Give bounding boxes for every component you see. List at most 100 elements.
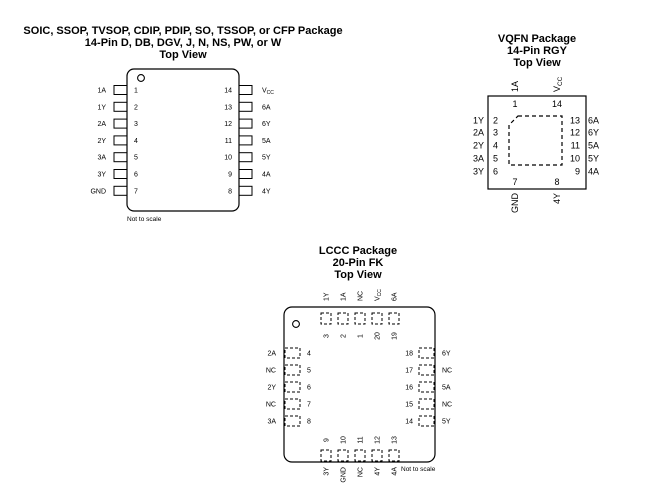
soic-pin-name: 2A [97, 121, 106, 128]
vqfn-pin-number: 9 [575, 167, 580, 177]
soic-body [126, 68, 240, 212]
soic-pin-name: 6A [262, 104, 271, 111]
soic-pin-number: 2 [134, 104, 138, 111]
lccc-pin-name: NC [358, 291, 365, 301]
vqfn-title-line-3: Top View [513, 57, 561, 69]
vqfn-pin-number: 1 [512, 99, 517, 109]
soic-pin-lead [113, 85, 128, 95]
soic-pin-lead [113, 101, 128, 112]
soic-pin-lead [113, 185, 128, 196]
lccc-body [283, 306, 436, 463]
soic-pin-lead [113, 169, 128, 179]
lccc-pin-pad [337, 312, 349, 325]
soic-pin-number: 7 [134, 188, 138, 195]
lccc-pin-number: 19 [392, 332, 399, 340]
soic-pin-number: 5 [134, 155, 138, 162]
lccc-pin-pad [418, 347, 435, 359]
lccc-pin-pad [371, 312, 383, 325]
soic-pin-lead [238, 169, 253, 179]
lccc-pin-number: 12 [375, 436, 382, 444]
lccc-pin-pad [284, 364, 301, 376]
vqfn-pin-name: 4Y [552, 193, 562, 204]
lccc-pin-number: 14 [405, 419, 413, 426]
vqfn-pin-number: 6 [493, 167, 498, 177]
lccc-pin-name: GND [341, 467, 348, 483]
lccc-pins: 1Y31A2NC1VCC206A193Y9GND10NC114Y124A132A… [266, 289, 452, 483]
lccc-pin-number: 7 [307, 402, 311, 409]
lccc-pin-number: 4 [307, 351, 311, 358]
soic-pin-number: 1 [134, 88, 138, 95]
soic-pin-name: VCC [262, 88, 274, 97]
lccc-pin-pad [320, 449, 332, 462]
soic-pin-name: 3Y [97, 172, 106, 179]
vqfn-pin-name: GND [510, 193, 520, 214]
lccc-pin-name: 5Y [442, 419, 451, 426]
lccc-pin-name: 1Y [324, 292, 331, 301]
vqfn-pin-number: 10 [570, 154, 580, 164]
soic-title-line-1: SOIC, SSOP, TVSOP, CDIP, PDIP, SO, TSSOP… [23, 25, 342, 37]
lccc-pin-number: 13 [392, 436, 399, 444]
soic-note: Not to scale [127, 216, 162, 223]
soic-pin-number: 10 [224, 155, 232, 162]
soic-pin-name: 5Y [262, 155, 271, 162]
lccc-pin-pad [354, 312, 366, 325]
lccc-pin-name: 5A [442, 385, 451, 392]
soic-pin-number: 6 [134, 172, 138, 179]
soic-pin-lead [238, 135, 253, 146]
lccc-pin-pad [337, 449, 349, 462]
vqfn-pin-number: 7 [512, 177, 517, 187]
soic-pin-lead [113, 118, 128, 129]
lccc-pin-number: 18 [405, 351, 413, 358]
soic-pin-name: 2Y [97, 138, 106, 145]
vqfn-pin-number: 4 [493, 141, 498, 151]
lccc-pin-name: 3A [267, 419, 276, 426]
lccc-pin-pad [418, 364, 435, 376]
soic-pin-number: 13 [224, 104, 232, 111]
lccc-pin-number: 10 [341, 436, 348, 444]
lccc-pin-name: 4A [392, 467, 399, 476]
lccc-pin-number: 2 [341, 334, 348, 338]
lccc-pin1-marker [292, 320, 300, 328]
soic-pin-number: 11 [225, 138, 232, 145]
lccc-pin-name: 2Y [267, 385, 276, 392]
soic-pin-name: 4A [262, 172, 271, 179]
lccc-pin-number: 8 [307, 419, 311, 426]
lccc-pin-pad [284, 398, 301, 410]
soic-pin-number: 4 [134, 138, 138, 145]
lccc-pin-number: 15 [405, 402, 413, 409]
vqfn-title-line-2: 14-Pin RGY [507, 45, 568, 57]
vqfn-pin-name: VCC [552, 76, 564, 92]
lccc-pin-name: NC [266, 368, 276, 375]
lccc-pin-pad [320, 312, 332, 325]
lccc-pin-number: 11 [358, 436, 365, 443]
soic-title-line-2: 14-Pin D, DB, DGV, J, N, NS, PW, or W [85, 37, 282, 49]
vqfn-pin-number: 14 [552, 99, 562, 109]
vqfn-pin-number: 12 [570, 128, 580, 138]
lccc-pin-number: 1 [358, 334, 365, 338]
lccc-pin-number: 3 [324, 334, 331, 338]
vqfn-pin-number: 2 [493, 116, 498, 126]
lccc-pin-pad [388, 449, 400, 462]
lccc-pin-name: NC [442, 368, 452, 375]
lccc-pin-name: 4Y [375, 467, 382, 476]
lccc-pin-number: 5 [307, 368, 311, 375]
soic-pin-number: 8 [228, 188, 232, 195]
soic-pin-name: 1Y [97, 104, 106, 111]
vqfn-pin-number: 3 [493, 128, 498, 138]
vqfn-pin-number: 5 [493, 154, 498, 164]
lccc-pin-pad [418, 415, 435, 427]
lccc-pin-name: 6Y [442, 351, 451, 358]
soic-pin-name: 3A [97, 155, 106, 162]
lccc-pin-pad [284, 347, 301, 359]
vqfn-pin-number: 11 [571, 141, 580, 151]
vqfn-pin-name: 6A [588, 116, 599, 126]
lccc-title-line-2: 20-Pin FK [333, 257, 384, 269]
lccc-pin-pad [371, 449, 383, 462]
vqfn-thermal-pad [508, 115, 563, 166]
vqfn-body [487, 95, 587, 190]
vqfn-pin-name: 5Y [588, 154, 599, 164]
vqfn-pin-name: 1A [510, 81, 520, 92]
lccc-title-line-1: LCCC Package [319, 245, 397, 257]
